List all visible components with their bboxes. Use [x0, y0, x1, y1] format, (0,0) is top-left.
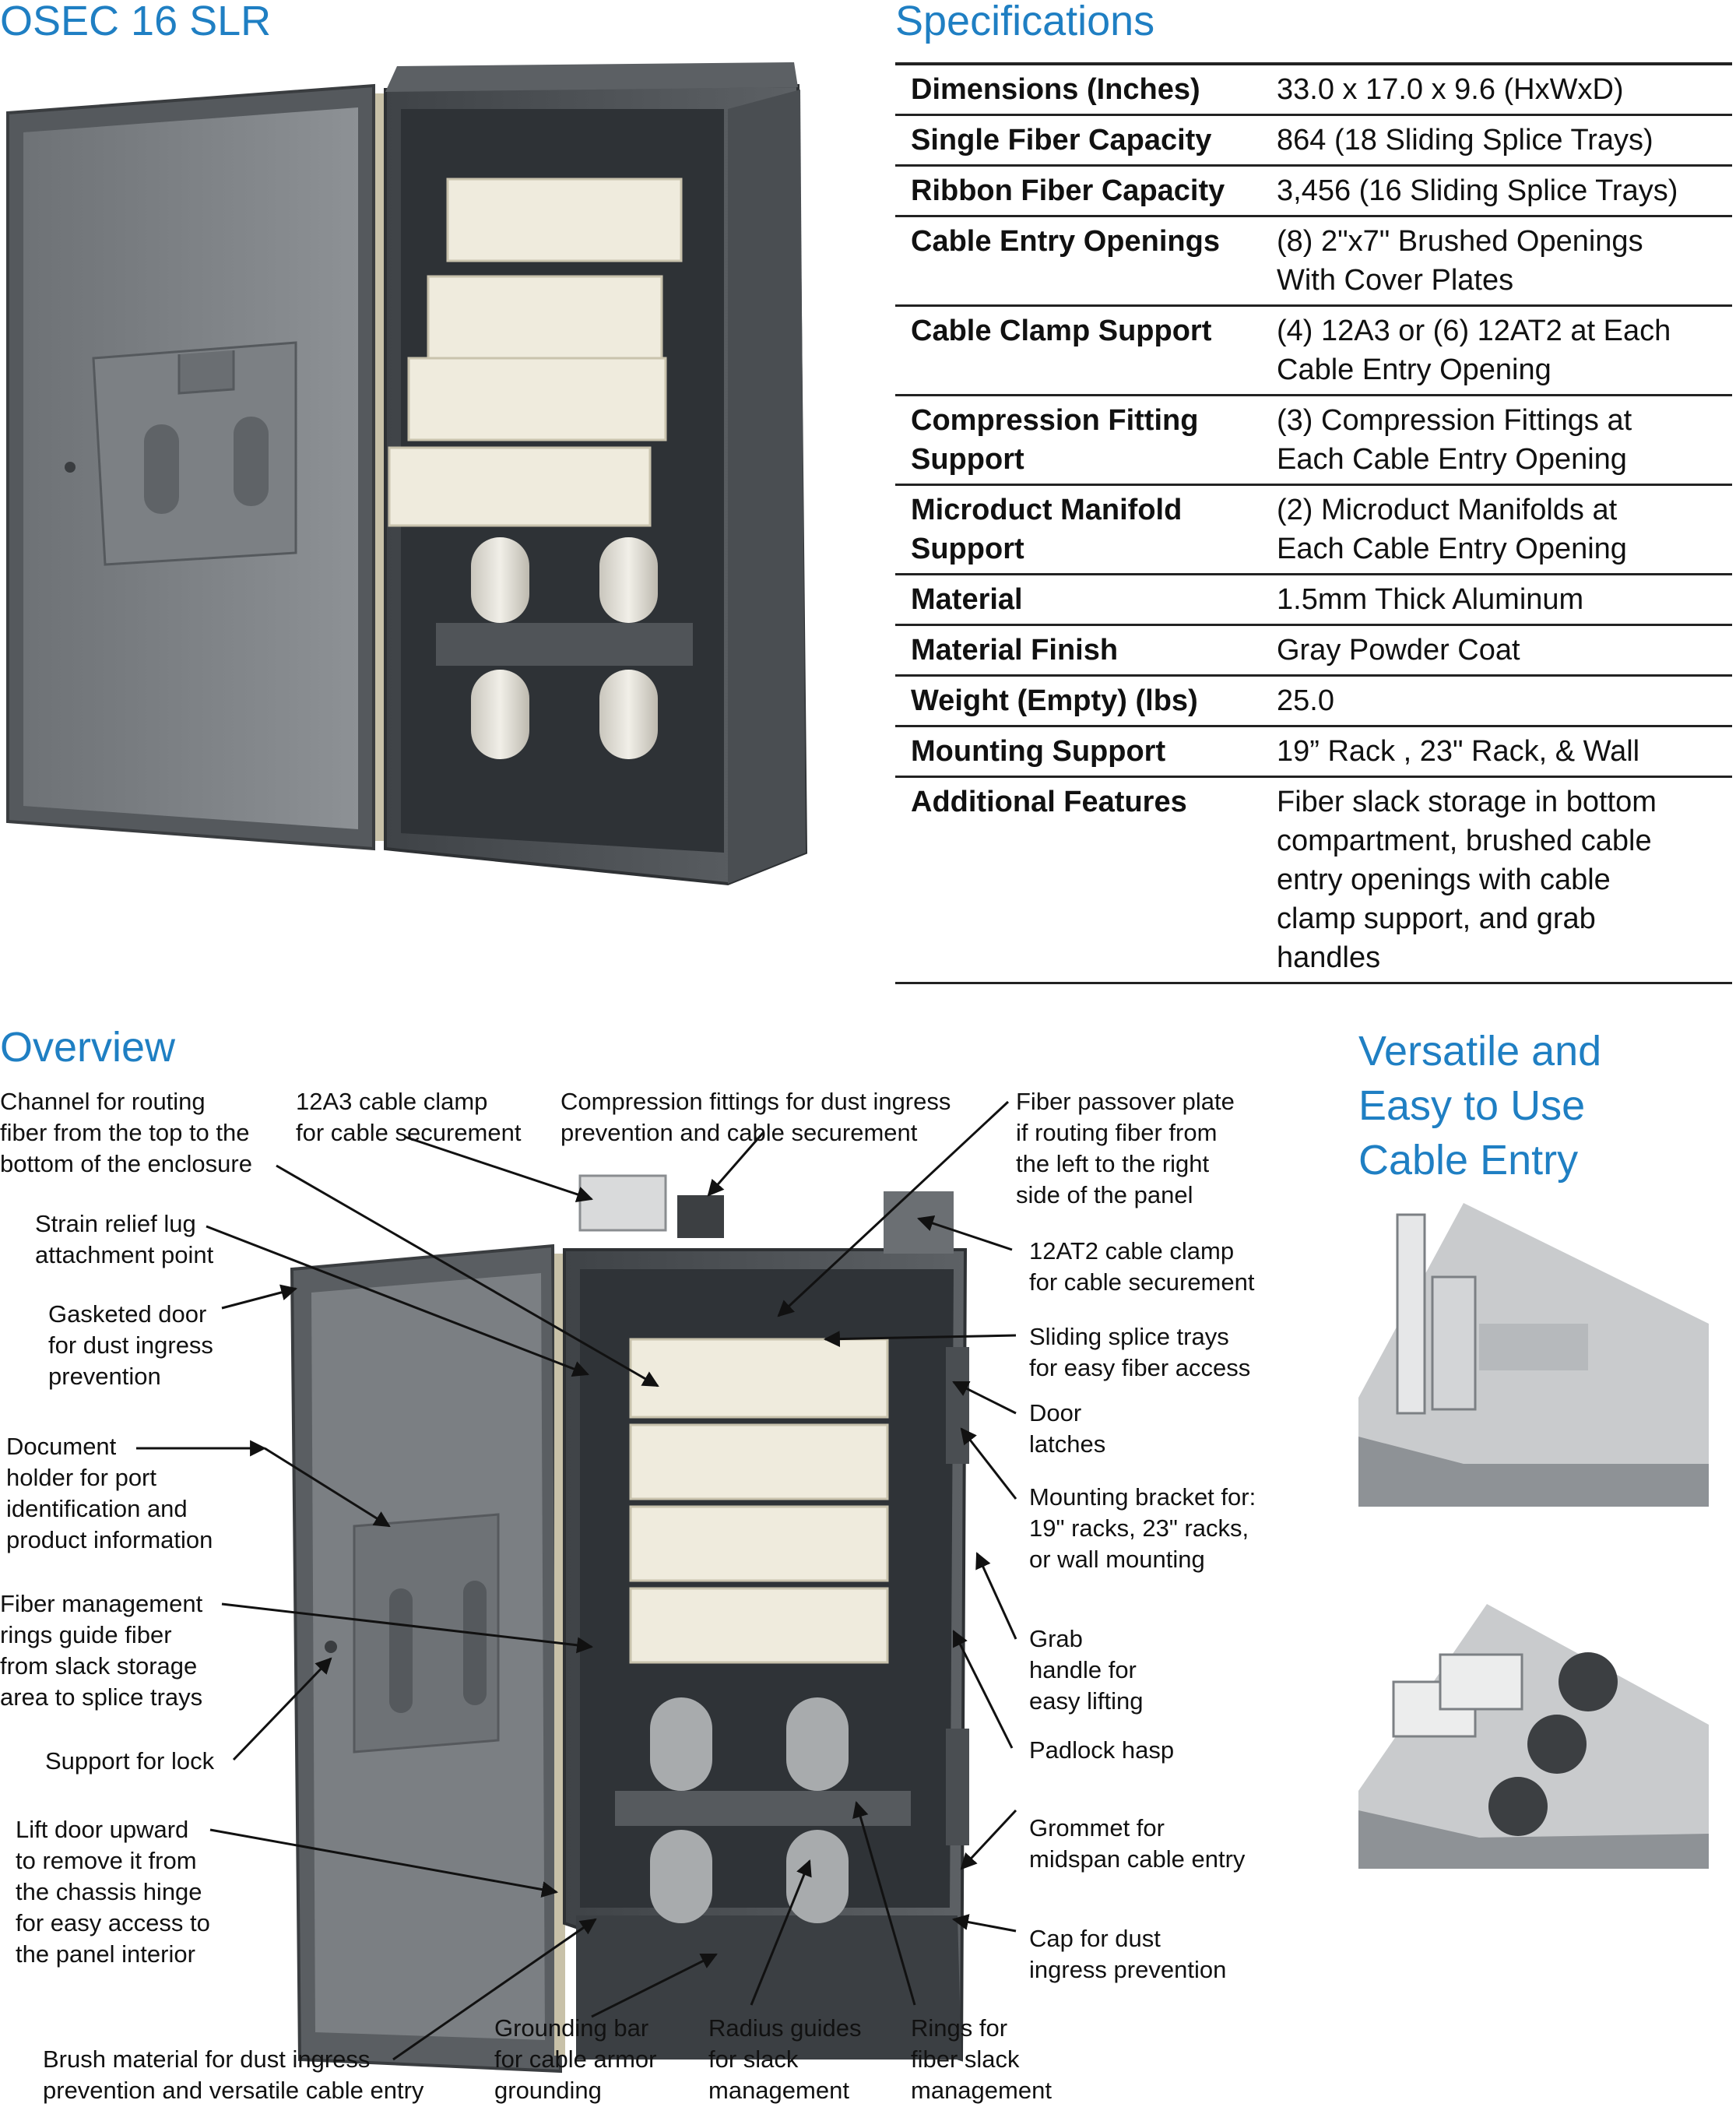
spec-row: Microduct Manifold Support(2) Microduct … — [895, 484, 1732, 575]
annotation-padlock-hasp: Padlock hasp — [1029, 1736, 1175, 1764]
annotation-sliding-trays: Sliding splice trays for easy fiber acce… — [1029, 1323, 1251, 1381]
annotation-brush-material: Brush material for dust ingress preventi… — [43, 2045, 424, 2104]
annotation-gasketed-door: Gasketed door for dust ingress preventio… — [48, 1300, 213, 1390]
spec-row: Cable Clamp Support(4) 12A3 or (6) 12AT2… — [895, 305, 1732, 396]
annotation-door-latches: Door latches — [1029, 1399, 1106, 1458]
spec-value: 3,456 (16 Sliding Splice Trays) — [1269, 165, 1732, 217]
annotation-grab-handle: Grab handle for easy lifting — [1029, 1625, 1144, 1715]
spec-value: 33.0 x 17.0 x 9.6 (HxWxD) — [1269, 62, 1732, 116]
spec-row: Cable Entry Openings(8) 2"x7" Brushed Op… — [895, 216, 1732, 307]
annotation-cap-dust: Cap for dust ingress prevention — [1029, 1925, 1227, 1983]
annotation-document-holder: Document holder for port identification … — [6, 1433, 213, 1553]
annotation-passover-plate: Fiber passover plate if routing fiber fr… — [1016, 1088, 1235, 1208]
spec-label: Single Fiber Capacity — [895, 114, 1269, 167]
product-image — [6, 62, 808, 886]
annotation-lift-door: Lift door upward to remove it from the c… — [16, 1816, 210, 1968]
spec-label: Dimensions (Inches) — [895, 62, 1269, 116]
spec-label: Ribbon Fiber Capacity — [895, 165, 1269, 217]
annotation-grommet: Grommet for midspan cable entry — [1029, 1814, 1246, 1873]
spec-value: (2) Microduct Manifolds at Each Cable En… — [1269, 484, 1732, 575]
overview-image — [290, 1174, 969, 2074]
specs-heading: Specifications — [895, 0, 1155, 44]
spec-row: Weight (Empty) (lbs)25.0 — [895, 675, 1732, 727]
annotation-rings-slack: Rings for fiber slack management — [911, 2014, 1052, 2104]
spec-label: Mounting Support — [895, 726, 1269, 778]
spec-value: (8) 2"x7" Brushed Openings With Cover Pl… — [1269, 216, 1732, 307]
annotation-compression-fittings: Compression fittings for dust ingress pr… — [561, 1088, 951, 1146]
annotation-channel: Channel for routing fiber from the top t… — [0, 1088, 252, 1177]
annotation-12a3-clamp: 12A3 cable clamp for cable securement — [296, 1088, 522, 1146]
spec-value: 1.5mm Thick Aluminum — [1269, 574, 1732, 626]
spec-value: 25.0 — [1269, 675, 1732, 727]
annotation-grounding-bar: Grounding bar for cable armor grounding — [494, 2014, 657, 2104]
cable-entry-image-bottom — [1358, 1604, 1709, 1869]
spec-label: Compression Fitting Support — [895, 395, 1269, 486]
spec-value: Fiber slack storage in bottom compartmen… — [1269, 776, 1732, 984]
spec-label: Cable Entry Openings — [895, 216, 1269, 307]
spec-label: Cable Clamp Support — [895, 305, 1269, 396]
spec-value: 19” Rack , 23" Rack, & Wall — [1269, 726, 1732, 778]
spec-label: Weight (Empty) (lbs) — [895, 675, 1269, 727]
annotation-12at2-clamp: 12AT2 cable clamp for cable securement — [1029, 1237, 1255, 1296]
leader-arrows — [136, 1100, 1017, 2061]
spec-label: Microduct Manifold Support — [895, 484, 1269, 575]
spec-label: Additional Features — [895, 776, 1269, 984]
spec-row: Compression Fitting Support(3) Compressi… — [895, 395, 1732, 486]
spec-label: Material — [895, 574, 1269, 626]
overview-heading: Overview — [0, 1024, 176, 1071]
annotation-mounting-bracket: Mounting bracket for: 19" racks, 23" rac… — [1029, 1483, 1256, 1573]
spec-value: (4) 12A3 or (6) 12AT2 at Each Cable Entr… — [1269, 305, 1732, 396]
spec-row: Dimensions (Inches)33.0 x 17.0 x 9.6 (Hx… — [895, 62, 1732, 116]
cable-entry-image-top — [1358, 1203, 1709, 1507]
spec-value: (3) Compression Fittings at Each Cable E… — [1269, 395, 1732, 486]
spec-value: 864 (18 Sliding Splice Trays) — [1269, 114, 1732, 167]
specs-table: Dimensions (Inches)33.0 x 17.0 x 9.6 (Hx… — [895, 62, 1732, 984]
annotation-support-lock: Support for lock — [45, 1747, 215, 1775]
versatile-heading: Versatile and Easy to Use Cable Entry — [1358, 1028, 1602, 1184]
product-title: OSEC 16 SLR — [0, 0, 272, 44]
annotation-radius-guides: Radius guides for slack management — [708, 2014, 862, 2104]
spec-value: Gray Powder Coat — [1269, 624, 1732, 677]
spec-label: Material Finish — [895, 624, 1269, 677]
annotation-fiber-rings: Fiber management rings guide fiber from … — [0, 1590, 203, 1711]
annotation-strain-relief: Strain relief lug attachment point — [35, 1210, 214, 1268]
